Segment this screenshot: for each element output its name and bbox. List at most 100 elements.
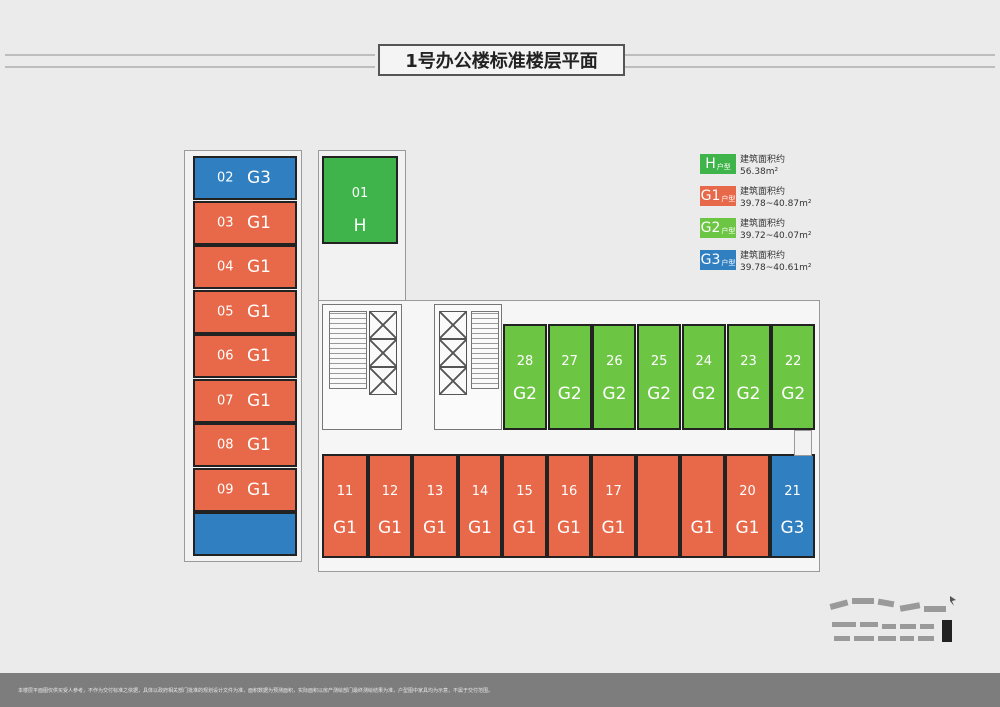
unit-number: 22	[784, 354, 802, 369]
unit-type: G1	[690, 518, 715, 538]
unit-left-3[interactable]: 05 G1	[193, 289, 297, 334]
unit-type: G1	[247, 212, 271, 233]
unit-bottom-7[interactable]	[636, 454, 680, 558]
unit-number: 05	[217, 304, 234, 319]
unit-number: 21	[784, 484, 801, 499]
unit-number: 09	[217, 482, 234, 497]
unit-number: 20	[739, 484, 756, 499]
key-plan-blocks	[829, 598, 946, 641]
unit-type: G1	[735, 518, 760, 538]
unit-number: 27	[561, 354, 578, 369]
unit-type: H	[353, 216, 367, 236]
unit-left-0[interactable]: 02 G3	[193, 156, 297, 200]
title-rule-right	[625, 54, 995, 68]
unit-number: 07	[217, 393, 234, 408]
legend-code: G1	[700, 188, 721, 204]
legend-label: 建筑面积约	[740, 251, 786, 261]
unit-type: G2	[781, 384, 806, 404]
unit-number: 03	[217, 215, 234, 230]
unit-type: G1	[512, 518, 537, 538]
legend-code: G2	[700, 220, 721, 236]
elevator-shaft	[439, 311, 467, 339]
unit-left-1[interactable]: 03 G1	[193, 200, 297, 245]
unit-type: G2	[602, 384, 627, 404]
unit-number: 14	[471, 484, 489, 499]
unit-type: G2	[691, 384, 716, 404]
unit-type: G2	[513, 384, 537, 404]
unit-number: 24	[695, 354, 713, 369]
key-plan-highlight	[942, 620, 952, 642]
unit-type: G1	[247, 301, 271, 322]
elevator-shaft	[369, 311, 397, 339]
unit-type: G2	[557, 384, 582, 404]
core-left	[322, 304, 402, 430]
elevator-shaft	[369, 367, 397, 395]
unit-left-8[interactable]	[193, 512, 297, 556]
legend-label: 建筑面积约	[740, 219, 786, 229]
page-title: 1号办公楼标准楼层平面	[378, 44, 625, 76]
unit-type: G2	[647, 384, 672, 404]
legend-area: 39.72~40.07m²	[740, 231, 812, 241]
elevator-shaft	[439, 367, 467, 395]
unit-type: G1	[247, 257, 271, 277]
legend-code: H	[705, 156, 716, 172]
unit-type: G1	[378, 518, 402, 538]
unit-number: 12	[381, 484, 399, 499]
core-right	[434, 304, 502, 430]
unit-type: G1	[557, 518, 581, 538]
legend-label: 建筑面积约	[740, 187, 786, 197]
legend-suffix: 户型	[721, 226, 736, 235]
unit-type: G1	[601, 518, 626, 538]
unit-left-7[interactable]: 09 G1	[193, 467, 297, 512]
unit-number: 08	[217, 437, 234, 453]
legend-area: 39.78~40.87m²	[740, 199, 812, 209]
unit-number: 23	[740, 354, 757, 369]
unit-type: G3	[247, 168, 271, 188]
unit-type: G1	[423, 518, 447, 538]
unit-left-2[interactable]: 04 G1	[193, 245, 297, 289]
unit-number: 17	[605, 484, 622, 499]
legend-area: 39.78~40.61m²	[740, 263, 812, 273]
unit-type: G1	[333, 518, 357, 538]
unit-number: 25	[650, 354, 668, 369]
unit-number: 28	[516, 354, 534, 369]
legend-suffix: 户型	[721, 194, 736, 203]
unit-type: G1	[247, 479, 271, 500]
north-arrow-icon	[950, 596, 956, 606]
legend-suffix: 户型	[721, 258, 736, 267]
unit-number: 02	[217, 170, 234, 186]
unit-number: 04	[217, 259, 234, 275]
footer-disclaimer: 本楼层平面图仅供买受人参考，不作为交付标准之依据，具体以政府相关部门批准的规划设…	[0, 673, 1000, 707]
unit-bottom-8[interactable]: G1	[680, 454, 725, 558]
key-plan-map	[829, 596, 956, 642]
unit-01[interactable]: 01 H	[322, 156, 398, 244]
legend-text: 建筑面积约 39.72~40.07m²	[740, 218, 811, 242]
legend-suffix: 户型	[716, 162, 731, 171]
